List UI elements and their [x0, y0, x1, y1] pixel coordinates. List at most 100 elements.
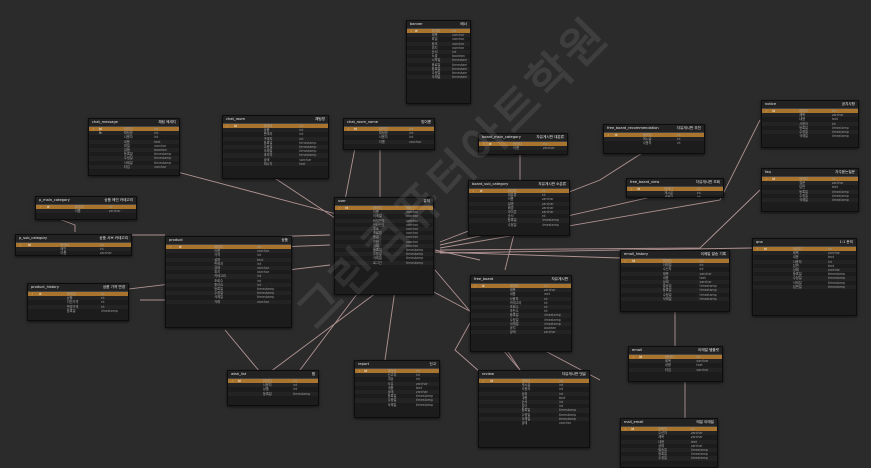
table-row[interactable]: 시작일timestamp — [407, 58, 470, 63]
table-row[interactable]: 종료일timestamp — [407, 63, 470, 67]
